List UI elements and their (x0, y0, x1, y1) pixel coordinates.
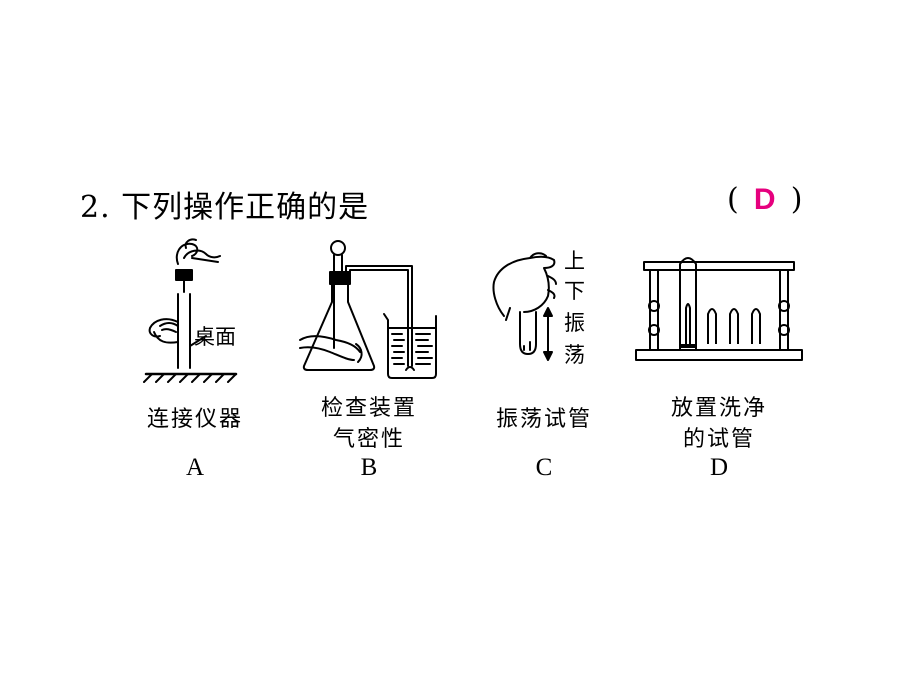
caption-d-line-1: 放置洗净 (670, 396, 767, 421)
test-tube-icon (177, 293, 191, 369)
figure-d-tube-rack (635, 257, 803, 361)
option-letter-b: B (360, 454, 378, 481)
hands-icon (299, 335, 363, 363)
rack-top-bar (643, 261, 795, 271)
option-letter-d: D (709, 454, 729, 481)
caption-b-line-1: 检查装置 (320, 396, 417, 421)
upper-hand-icon (175, 242, 221, 265)
caption-b-line-2: 气密性 (332, 427, 405, 452)
lower-hand-icon (148, 318, 179, 344)
caption-a: 连接仪器 (130, 404, 260, 435)
caption-d-line-2: 的试管 (682, 427, 755, 452)
answer-letter: D (753, 183, 776, 216)
answer-blank: ( D) (727, 182, 802, 217)
option-letter-a: A (185, 454, 205, 481)
shake-char: 振 (564, 311, 585, 335)
answer-close-paren: ) (790, 182, 803, 217)
caption-c-line-1: 振荡试管 (495, 407, 592, 432)
conical-flask-icon (302, 283, 376, 371)
down-char: 下 (564, 279, 585, 303)
answer-open-paren: ( (727, 182, 739, 217)
rack-base (635, 349, 803, 361)
figure-a-connect-apparatus: 桌面 (143, 238, 238, 383)
up-char: 上 (564, 249, 585, 273)
figure-b-airtightness-check (299, 240, 437, 379)
table-label: 桌面 (194, 325, 236, 349)
caption-d: 放置洗净 的试管 (652, 393, 786, 455)
caption-c: 振荡试管 (479, 404, 609, 435)
caption-b: 检查装置 气密性 (304, 393, 434, 455)
sway-char: 荡 (564, 343, 585, 367)
test-tube-icon (519, 311, 537, 355)
caption-a-line-1: 连接仪器 (146, 407, 243, 432)
option-letter-c: C (535, 454, 553, 481)
hand-icon (492, 255, 556, 321)
question-text: 2. 下列操作正确的是 (80, 190, 370, 225)
inverted-tube-icon (679, 257, 697, 350)
beaker-icon (383, 313, 437, 379)
figure-c-shake-tube: 上 下 振 荡 (492, 249, 585, 367)
